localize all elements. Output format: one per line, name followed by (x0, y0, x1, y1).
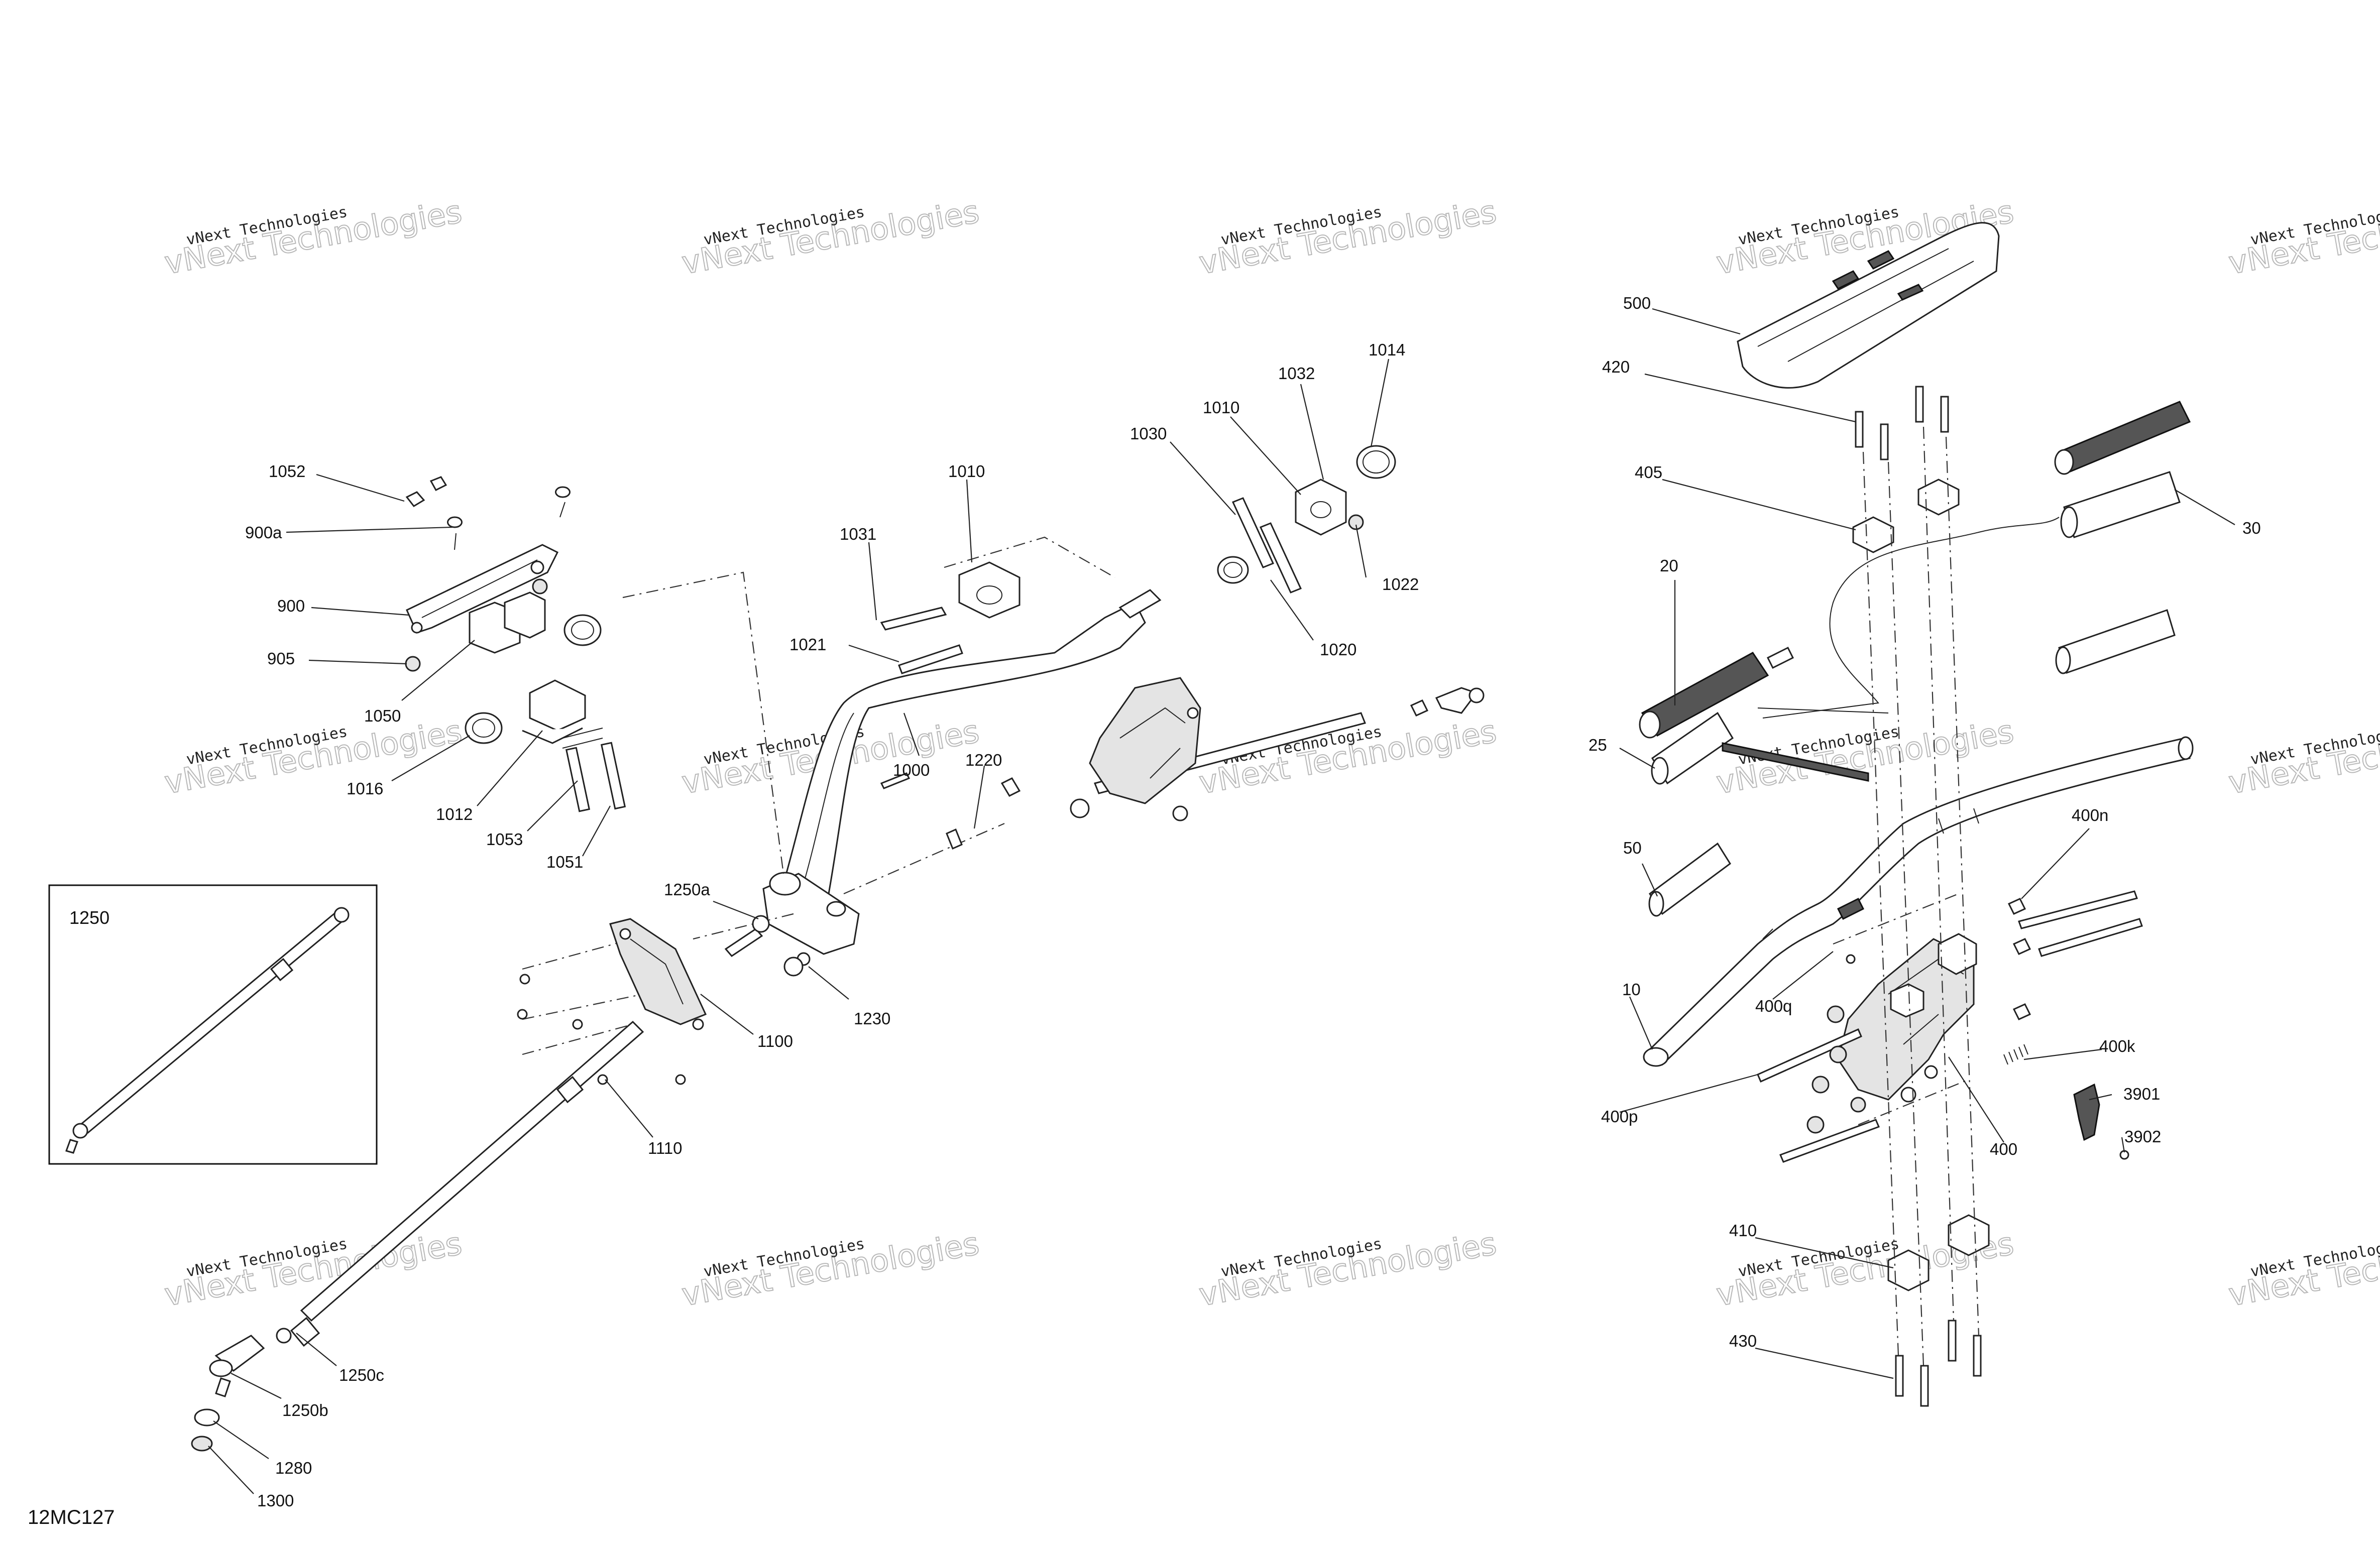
drag-link-part (1070, 677, 1485, 821)
callout-430: 430 (1729, 1332, 1757, 1350)
callout-1051: 1051 (546, 853, 583, 871)
handlebar-part (1643, 736, 2194, 1067)
inset-label: 1250 (69, 907, 109, 928)
callout-1300: 1300 (257, 1491, 294, 1510)
callout-400n: 400n (2072, 806, 2108, 824)
callout-1053: 1053 (486, 830, 523, 849)
callout-1230: 1230 (854, 1009, 890, 1028)
inset-tie-rod (79, 912, 343, 1134)
watermark: vNext Technologies vNext Technologies (161, 713, 465, 802)
inset-box: 1250 (48, 884, 378, 1165)
callout-1250c: 1250c (339, 1366, 384, 1384)
callout-50: 50 (1623, 839, 1642, 857)
mount-bracket-part (405, 476, 571, 672)
callout-400q: 400q (1755, 997, 1792, 1015)
inset-tie-rod-sleeve (270, 958, 294, 982)
steering-post-part (762, 445, 1396, 955)
callout-1020: 1020 (1320, 640, 1356, 659)
callout-10: 10 (1622, 980, 1641, 999)
callout-410: 410 (1729, 1221, 1757, 1240)
inset-rod-end-bottom (72, 1123, 88, 1139)
watermark: vNext Technologies vNext Technologies (678, 1225, 982, 1314)
steering-cover-part (517, 915, 811, 1085)
callout-1021: 1021 (789, 635, 826, 654)
assembly-line (1887, 461, 1924, 1366)
callout-1280: 1280 (275, 1459, 312, 1477)
callout-labels: 1052 900a 900 905 1050 1016 1012 1053 10… (245, 294, 2261, 1510)
callout-1110: 1110 (648, 1139, 683, 1157)
watermark: vNext Technologies vNext Technologies (2225, 1225, 2380, 1314)
callout-3901: 3901 (2123, 1085, 2160, 1103)
riser-block-part (1757, 890, 2143, 1163)
handlebar-assembly (1639, 222, 2194, 1407)
callout-420: 420 (1602, 358, 1630, 376)
callout-1100: 1100 (757, 1032, 793, 1050)
callout-1052: 1052 (269, 462, 305, 481)
leader-lines (208, 308, 2235, 1494)
steering-column-assembly (191, 445, 1485, 1452)
callout-1010: 1010 (948, 462, 985, 481)
callout-3902: 3902 (2124, 1127, 2161, 1146)
watermark: vNext Technologies vNext Technologies (678, 193, 982, 282)
watermark: vNext Technologies vNext Technologies (161, 1225, 465, 1314)
callout-1032: 1032 (1278, 364, 1315, 383)
assembly-line (1922, 426, 1955, 1321)
assembly-line (693, 913, 794, 940)
handlebar-clamp-part (1852, 386, 1990, 1407)
wire-clip (1766, 646, 1794, 669)
wiring-harness (1757, 707, 1889, 714)
callout-400p: 400p (1601, 1107, 1638, 1126)
callout-400: 400 (1990, 1140, 2017, 1158)
wiring-lead (1722, 742, 1869, 782)
handlebar-pad-part (1737, 222, 2000, 389)
assembly-line (1945, 436, 1980, 1336)
callout-20: 20 (1660, 556, 1678, 575)
callout-1014: 1014 (1369, 340, 1405, 359)
bolt-part (946, 828, 963, 850)
assembly-line (944, 536, 1115, 578)
assembly-line (522, 993, 643, 1020)
callout-1050: 1050 (364, 706, 401, 725)
assembly-line (1858, 1079, 1969, 1126)
assembly-line (522, 938, 633, 970)
callout-1000: 1000 (893, 761, 930, 779)
callout-1031: 1031 (840, 525, 876, 543)
inset-frame (48, 884, 378, 1165)
diagram-code: 12MC127 (28, 1506, 115, 1528)
watermark: vNext Technologies vNext Technologies (161, 193, 465, 282)
callout-500: 500 (1623, 294, 1651, 312)
watermark: vNext Technologies vNext Technologies (2225, 713, 2380, 802)
steering-bushing-part (465, 591, 626, 812)
callout-400k: 400k (2099, 1037, 2135, 1055)
assembly-line (622, 571, 784, 874)
callout-405: 405 (1635, 463, 1662, 482)
callout-900: 900 (277, 597, 305, 615)
bolt-part (1000, 777, 1021, 797)
inset-rod-end-stud (65, 1139, 78, 1154)
wiring-harness (1762, 517, 2060, 719)
watermark: vNext Technologies vNext Technologies (2225, 193, 2380, 282)
assembly-line (1862, 451, 1899, 1356)
callout-1010-right: 1010 (1203, 398, 1239, 417)
callout-1016: 1016 (347, 779, 383, 798)
inset-rod-end-top (333, 907, 350, 923)
assembly-line (843, 822, 1005, 895)
tie-rod-part (191, 1020, 644, 1452)
watermark: vNext Technologies vNext Technologies (1196, 193, 1500, 282)
callout-1022: 1022 (1382, 575, 1419, 594)
handlebar-grip-part (1639, 401, 2191, 917)
bolt-part (880, 772, 911, 789)
callout-25: 25 (1589, 736, 1607, 754)
callout-1012: 1012 (436, 805, 473, 823)
watermark: vNext Technologies vNext Technologies (1196, 1225, 1500, 1314)
callout-1250a: 1250a (664, 880, 710, 899)
callout-1250b: 1250b (282, 1401, 328, 1419)
callout-905: 905 (267, 649, 295, 668)
callout-1220: 1220 (965, 751, 1002, 769)
assembly-line (522, 1023, 633, 1055)
callout-1030: 1030 (1130, 424, 1167, 443)
callout-900a: 900a (245, 523, 282, 542)
callout-30: 30 (2242, 519, 2261, 537)
